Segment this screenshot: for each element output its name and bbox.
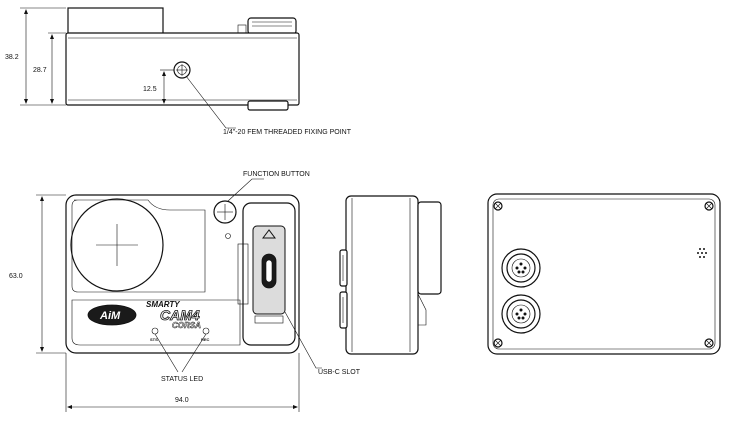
led-label-left: STS	[150, 337, 158, 342]
label-usb-c-slot: USB-C SLOT	[318, 369, 361, 376]
speaker-holes-icon	[697, 248, 707, 258]
brand-line3: CORSA	[172, 321, 201, 330]
front-view: AiM SMARTY CAM4 CORSA STS REC 63.0 94.0 …	[9, 171, 361, 412]
dim-body-height: 28.7	[33, 67, 47, 74]
brand-logo: AiM	[99, 310, 121, 322]
camera-body-side	[65, 32, 300, 106]
front-panel-outline	[71, 199, 206, 293]
screw-icon	[704, 338, 714, 348]
top-button-bump	[237, 24, 247, 34]
side-lens-bump	[417, 201, 442, 295]
top-view: 38.2 28.7 12.5 1/4"-20 FEM THREADED FIXI…	[5, 7, 352, 136]
dim-front-height: 63.0	[9, 273, 23, 280]
usb-cover-frame	[242, 202, 296, 346]
brand-line2: CAM4	[160, 307, 200, 323]
dim-mount-height: 12.5	[143, 86, 157, 93]
side-button	[339, 249, 348, 287]
back-body	[487, 193, 721, 355]
label-fixing-point: 1/4"-20 FEM THREADED FIXING POINT	[223, 129, 352, 136]
lens-housing-top	[67, 7, 164, 35]
dim-front-width: 94.0	[175, 397, 189, 404]
label-status-led: STATUS LED	[161, 376, 203, 383]
screw-icon	[704, 201, 714, 211]
led-label-right: REC	[201, 337, 210, 342]
screw-icon	[493, 201, 503, 211]
function-button	[213, 200, 237, 224]
lens	[70, 198, 164, 292]
dim-overall-height: 38.2	[5, 54, 19, 61]
connector-upper	[501, 248, 541, 288]
screw-icon	[493, 338, 503, 348]
brand-line1: SMARTY	[146, 300, 180, 309]
side-view	[339, 195, 442, 355]
label-function-button: FUNCTION BUTTON	[243, 171, 310, 178]
side-body	[345, 195, 419, 355]
connector-lower	[501, 294, 541, 334]
connector-bottom	[247, 100, 289, 111]
side-button-lower	[339, 291, 348, 329]
small-indicator	[225, 233, 231, 239]
aim-logo	[87, 304, 137, 326]
usb-arrow-icon	[262, 229, 276, 239]
back-view	[487, 193, 721, 355]
